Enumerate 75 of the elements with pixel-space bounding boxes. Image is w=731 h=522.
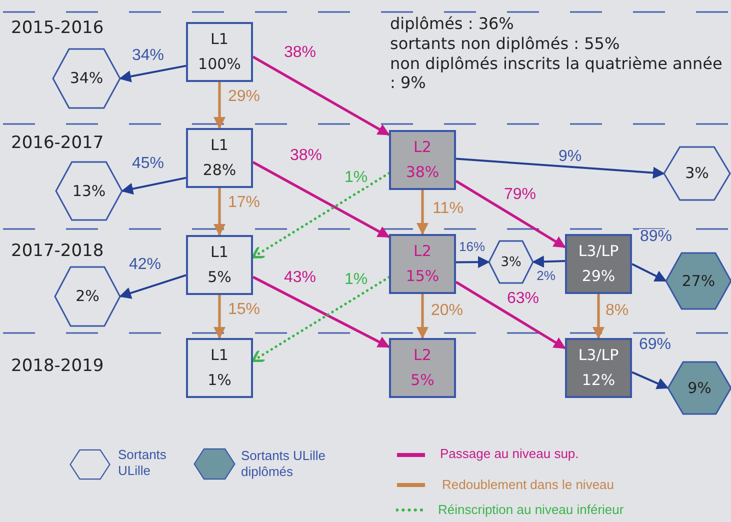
legend-label: Redoublement dans le niveau <box>442 477 616 493</box>
year-label: 2016-2017 <box>11 133 105 153</box>
level-box <box>186 128 253 188</box>
percentage: 28% <box>202 161 236 180</box>
percentage: 9% <box>688 378 712 398</box>
arrow <box>252 172 390 258</box>
level-box <box>186 22 253 82</box>
level-name: L1 <box>210 30 228 49</box>
arrow <box>456 256 490 268</box>
level-name: L1 <box>210 243 228 262</box>
arrow <box>214 82 226 129</box>
exit-hexagon <box>664 147 730 200</box>
arrow <box>416 294 428 339</box>
arrow <box>592 294 604 339</box>
legend-label: Sortants ULille <box>118 447 168 479</box>
level-name: L2 <box>414 138 432 157</box>
percentage: 34% <box>70 69 104 88</box>
graduate-hexagon <box>668 362 731 414</box>
arrow <box>252 276 390 362</box>
year-label: 2018-2019 <box>11 356 105 376</box>
arrow <box>632 371 669 390</box>
exit-hexagon <box>56 162 122 220</box>
legend-label: Réinscription au niveau inférieur <box>438 502 625 518</box>
percentage: 13% <box>72 182 106 200</box>
arrow <box>455 180 566 248</box>
arrow <box>252 276 390 348</box>
arrow <box>455 280 566 350</box>
arrow <box>632 263 667 282</box>
exit-hexagon <box>55 267 120 326</box>
arrow <box>416 190 428 235</box>
level-name: L3/LP <box>578 242 619 261</box>
percentage: 2% <box>76 287 100 306</box>
percentage: 29% <box>582 267 616 286</box>
note-text: diplômés : 36% <box>390 14 515 33</box>
level-name: L1 <box>210 346 228 365</box>
graduate-hexagon <box>666 253 731 309</box>
arrow <box>119 64 186 82</box>
arrow <box>121 176 186 195</box>
note-text: non diplômés inscrits la quatrième année : 9% <box>390 54 724 92</box>
level-box <box>389 234 456 294</box>
arrow <box>252 161 390 238</box>
percentage: 5% <box>410 371 434 390</box>
percentage: 3% <box>685 164 709 183</box>
percentage: 5% <box>208 268 232 287</box>
arrow <box>252 56 390 136</box>
level-name: L2 <box>414 346 432 365</box>
arrow <box>119 274 186 299</box>
arrow <box>214 295 226 339</box>
level-box <box>565 234 632 294</box>
year-label: 2015-2016 <box>11 18 105 38</box>
percentage: 100% <box>198 55 241 74</box>
exit-hexagon <box>489 241 533 283</box>
exit-hexagon <box>53 49 120 108</box>
level-box <box>389 338 456 398</box>
level-box <box>565 338 632 398</box>
percentage: 1% <box>208 371 232 390</box>
level-name: L2 <box>414 242 432 261</box>
legend-label: Passage au niveau sup. <box>440 446 580 462</box>
arrow <box>214 188 226 236</box>
legend-label: Sortants ULille diplômés <box>241 448 327 480</box>
edge-label: 1% <box>343 170 369 186</box>
level-box <box>186 235 253 295</box>
percentage: 27% <box>682 272 716 290</box>
note-text: sortants non diplômés : 55% <box>390 34 621 53</box>
level-name: L3/LP <box>578 346 619 365</box>
percentage: 38% <box>406 163 440 182</box>
percentage: 15% <box>406 267 440 286</box>
percentage: 12% <box>582 371 616 390</box>
arrow <box>456 158 665 179</box>
percentage: 3% <box>500 254 522 272</box>
year-label: 2017-2018 <box>11 241 105 261</box>
level-box <box>389 130 456 190</box>
arrow <box>532 256 566 268</box>
level-name: L1 <box>210 136 228 155</box>
level-box <box>186 338 253 398</box>
